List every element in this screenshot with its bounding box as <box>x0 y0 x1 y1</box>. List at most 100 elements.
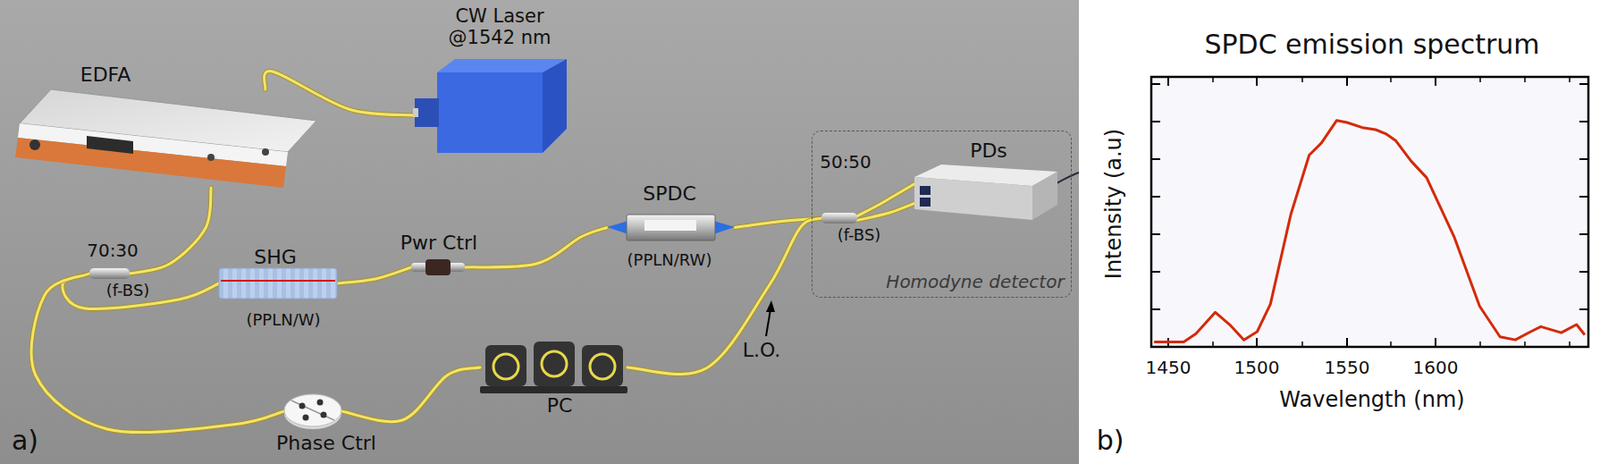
tick-label: 1600 <box>1413 357 1459 379</box>
axis-tick <box>1579 83 1589 85</box>
axis-tick <box>1346 337 1348 347</box>
optical-fiber <box>627 218 822 375</box>
detector-group: Homodyne detector50:50(f-BS)PDs <box>811 130 1072 298</box>
optical-component: PDs <box>914 164 1058 220</box>
fiber-core <box>464 227 607 269</box>
axis-tick <box>1579 195 1589 198</box>
optical-fiber <box>464 227 607 269</box>
optical-fiber <box>341 367 480 422</box>
lo-pointer <box>766 300 775 337</box>
component-drawing <box>218 268 337 299</box>
component-label: Homodyne detector <box>885 271 1064 293</box>
component-label: PC <box>547 394 573 417</box>
axis-tick <box>1524 341 1526 347</box>
optical-component: SHG(PPLN/W) <box>218 268 337 299</box>
axis-tick <box>1579 120 1589 123</box>
component-drawing <box>15 89 317 188</box>
spectrum-chart <box>1151 76 1589 347</box>
axis-tick <box>1434 76 1437 86</box>
component-drawing <box>412 58 567 153</box>
fiber-edge <box>464 227 607 269</box>
component-label: Phase Ctrl <box>276 431 377 455</box>
axis-tick <box>1479 341 1482 347</box>
axis-tick <box>1524 76 1526 83</box>
axis-tick <box>1151 233 1161 236</box>
component-label: (PPLN/W) <box>245 311 320 330</box>
edge-label: L.O. <box>742 338 782 362</box>
axis-tick <box>1255 76 1258 86</box>
fiber-core <box>264 71 413 116</box>
fiber-edge <box>857 202 915 220</box>
axis-tick <box>1212 341 1214 347</box>
component-label: PDs <box>969 139 1008 162</box>
axis-tick <box>1579 158 1589 160</box>
tick-label: 1550 <box>1324 357 1371 379</box>
optical-component: 70:30(f-BS) <box>89 268 130 279</box>
component-label: (f-BS) <box>837 226 882 245</box>
axis-title: Wavelength (nm) <box>1279 387 1465 413</box>
axis-tick <box>1579 270 1589 273</box>
component-label: 50:50 <box>819 151 872 173</box>
optical-component: Phase Ctrl <box>284 393 342 430</box>
fiber-edge <box>264 71 413 116</box>
axis-tick <box>1579 308 1589 311</box>
fiber-edge <box>627 218 822 375</box>
axis-tick <box>1255 337 1258 347</box>
plot-frame <box>1151 76 1589 347</box>
component-label: Pwr Ctrl <box>400 231 478 254</box>
tick-label: 1500 <box>1234 357 1280 379</box>
axis-tick <box>1479 76 1482 83</box>
axis-tick <box>1151 195 1161 198</box>
component-drawing <box>606 211 735 244</box>
component-label: 70:30 <box>86 240 139 262</box>
axis-tick <box>1151 120 1161 123</box>
component-label: EDFA <box>80 63 132 86</box>
axis-title: Intensity (a.u) <box>1102 128 1128 279</box>
fiber-core <box>129 187 211 274</box>
fiber-core <box>627 218 822 375</box>
component-drawing <box>284 393 342 430</box>
fiber-core <box>62 273 219 310</box>
axis-ticks <box>1151 76 1589 347</box>
component-drawing <box>480 341 628 394</box>
optical-fiber <box>857 184 915 217</box>
panel-letter: b) <box>1096 425 1125 457</box>
optical-component: EDFA <box>15 89 317 188</box>
optical-component: CW Laser @1542 nm <box>412 58 567 153</box>
optical-fiber <box>264 71 413 116</box>
axis-tick <box>1568 341 1571 347</box>
component-label: (PPLN/RW) <box>627 251 713 270</box>
optical-fiber <box>336 267 412 284</box>
axis-tick <box>1212 76 1214 83</box>
component-drawing <box>411 259 465 276</box>
pd-cable <box>1056 172 1079 184</box>
axis-tick <box>1151 158 1161 160</box>
component-label: (f-BS) <box>106 281 151 301</box>
fiber-core <box>336 267 412 284</box>
panel-ground <box>0 0 1079 464</box>
optical-component: SPDC(PPLN/RW) <box>606 211 735 244</box>
axis-tick <box>1389 341 1392 347</box>
component-label: SHG <box>253 245 297 269</box>
spectrum-curve <box>1153 120 1585 343</box>
fiber-core <box>341 367 480 422</box>
axis-tick <box>1151 270 1161 273</box>
axis-tick <box>1389 76 1392 83</box>
optical-component: Pwr Ctrl <box>411 259 465 276</box>
axis-tick <box>1434 337 1437 347</box>
panel-letter: a) <box>11 425 39 457</box>
optical-component: 50:50(f-BS) <box>821 212 858 224</box>
component-drawing <box>914 164 1058 220</box>
fiber-edge <box>129 187 211 274</box>
fiber-edge <box>62 273 219 310</box>
axis-tick <box>1151 308 1161 311</box>
optical-component: PC <box>480 341 628 394</box>
fiber-core <box>857 184 915 217</box>
axis-tick <box>1301 76 1304 83</box>
tick-label: 1450 <box>1145 357 1192 379</box>
component-drawing <box>89 268 130 279</box>
component-drawing <box>821 212 858 224</box>
fiber-core <box>857 202 915 220</box>
component-label: SPDC <box>642 182 697 205</box>
